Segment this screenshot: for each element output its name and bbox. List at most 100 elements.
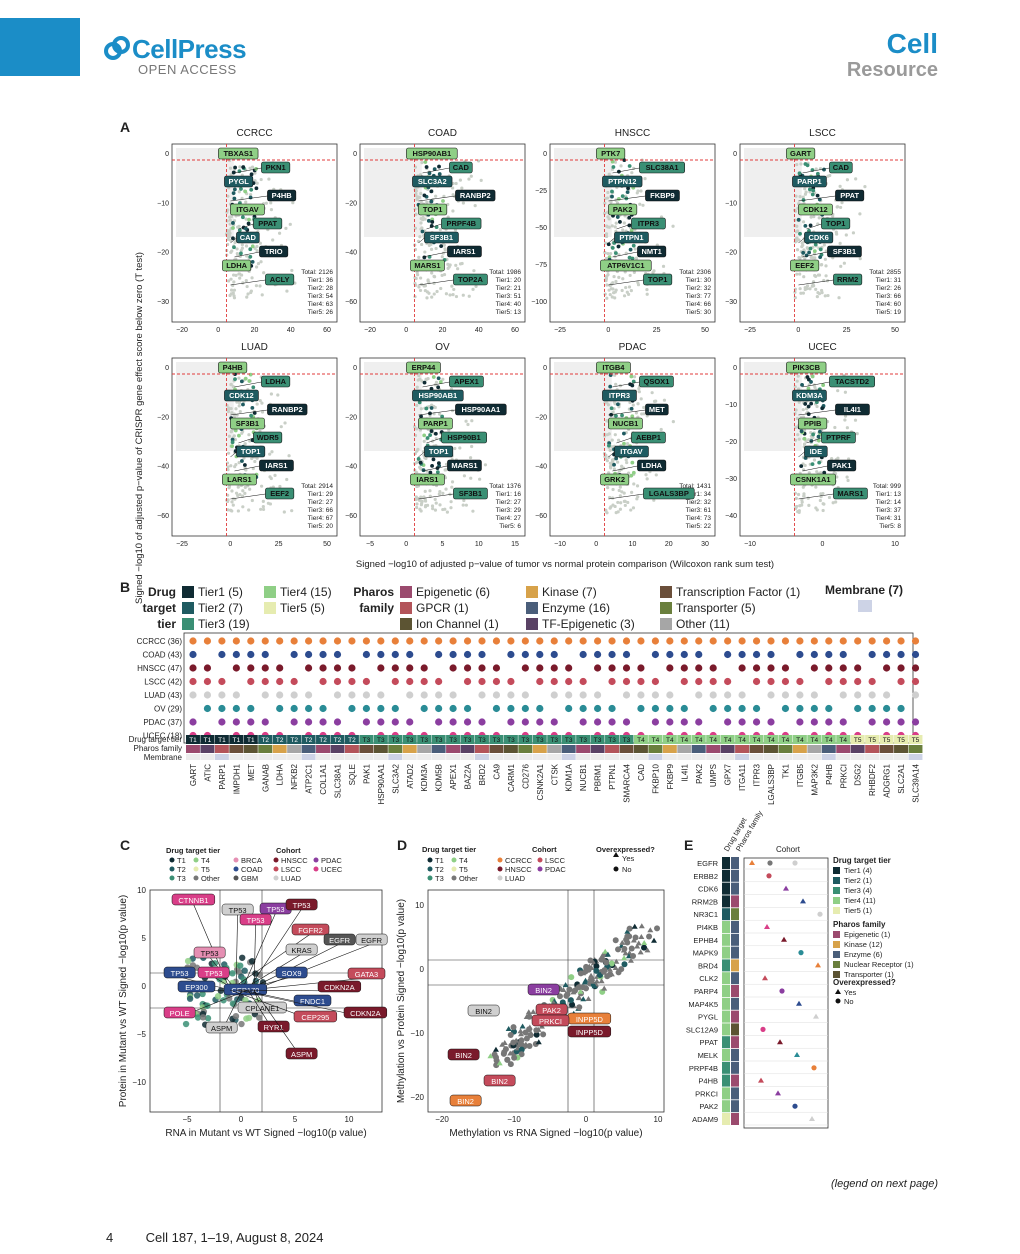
cohort-dot — [738, 691, 746, 699]
family-cell — [731, 1100, 739, 1113]
tier-legend-label: Tier1 (5) — [198, 585, 243, 599]
data-point — [624, 458, 628, 462]
tier-point — [816, 434, 821, 439]
tier-point — [437, 172, 442, 176]
gene-label: BIN2 — [491, 1077, 508, 1086]
data-point — [645, 292, 649, 296]
tier-cell-label: T2 — [261, 737, 269, 744]
data-point — [651, 271, 655, 275]
gene-column-label: GANAB — [261, 764, 270, 792]
gene-label: CEP295 — [301, 1013, 329, 1022]
cohort-dot — [362, 650, 370, 659]
data-point — [267, 177, 271, 181]
gene-label: MET — [649, 405, 665, 414]
data-point — [419, 200, 423, 204]
tier-point — [430, 220, 435, 224]
tier-cell — [722, 972, 730, 985]
scatter-d-frame — [427, 889, 665, 1113]
data-point — [478, 477, 482, 481]
family-cell — [243, 745, 258, 753]
cohort-dot — [550, 664, 558, 672]
membrane-cell — [359, 754, 374, 760]
cohort-dot — [868, 691, 876, 699]
data-point — [611, 503, 615, 507]
membrane-cell — [662, 754, 677, 760]
tier-cell — [722, 1087, 730, 1100]
cohort-dot — [536, 650, 544, 659]
circle-icon — [613, 866, 619, 872]
gene-label: FGFR2 — [298, 926, 323, 935]
data-point — [622, 294, 627, 298]
plot-title: CCRCC — [236, 128, 272, 139]
data-point — [454, 181, 458, 186]
tier-point — [627, 164, 632, 168]
gene-label: KRAS — [291, 946, 311, 955]
gene-label: NMT1 — [641, 247, 661, 256]
membrane-cell — [186, 754, 200, 760]
data-point — [616, 438, 621, 442]
gene-column-label: ITGB5 — [796, 763, 805, 787]
data-point — [256, 261, 261, 266]
legend-label: No — [844, 997, 854, 1006]
data-point — [444, 292, 448, 296]
gene-label: ATP6V1C1 — [607, 261, 644, 270]
gene-label: BIN2 — [455, 1051, 472, 1060]
gene-label: PTK7 — [601, 149, 620, 158]
gene-label: CAD — [833, 163, 850, 172]
cohort-dot — [362, 718, 370, 726]
data-point — [840, 201, 844, 205]
cohort-dot — [463, 664, 472, 672]
cohort-dot — [622, 677, 631, 686]
x-tick-label: −20 — [364, 327, 376, 334]
data-point — [418, 235, 422, 239]
cohort-dot — [666, 637, 674, 645]
cohort-dot — [839, 677, 847, 686]
data-point — [229, 277, 233, 281]
gene-label: SOX9 — [282, 969, 302, 978]
y-tick-label: −20 — [157, 414, 169, 421]
data-point — [434, 246, 438, 251]
legend-dot — [273, 866, 279, 872]
tier-point — [431, 457, 436, 462]
data-point — [606, 190, 610, 195]
gene-label-box — [614, 231, 649, 244]
family-cell — [648, 745, 663, 753]
data-point — [430, 271, 434, 275]
gene-column-label: ITPR3 — [753, 763, 762, 786]
data-point — [817, 292, 822, 296]
data-point — [575, 984, 582, 991]
tier-point — [422, 433, 427, 438]
data-point — [253, 171, 257, 175]
legend-label: T4 — [459, 856, 468, 865]
tier-point — [630, 256, 635, 261]
data-point — [246, 292, 250, 296]
y-tick-label: −30 — [157, 299, 169, 306]
data-point — [260, 484, 264, 488]
data-point — [255, 249, 259, 253]
tier-legend-label: Tier3 (19) — [198, 617, 250, 631]
family-cell — [735, 745, 750, 753]
cohort-dot — [550, 718, 558, 726]
cohort-dot — [680, 664, 688, 672]
data-point — [616, 500, 620, 505]
x-tick-label: 40 — [287, 327, 295, 334]
family-cell — [731, 882, 739, 895]
gene-label: TOP1 — [423, 205, 442, 214]
data-point — [270, 450, 274, 454]
legend-title: Cohort — [276, 846, 301, 855]
tier-point — [239, 379, 244, 384]
cohort-dot — [839, 718, 847, 726]
cohort-dot — [651, 718, 660, 726]
membrane-cell — [373, 754, 388, 760]
data-point — [232, 280, 236, 284]
y-tick-label: 10 — [415, 901, 424, 910]
gene-label: EEF2 — [795, 261, 814, 270]
data-point — [285, 289, 289, 293]
data-point — [626, 442, 630, 446]
gene-label: PKN1 — [266, 163, 286, 172]
cohort-dot — [247, 677, 255, 686]
family-cell — [764, 745, 778, 753]
tier-cell-label: T3 — [608, 737, 616, 744]
legend-dot — [193, 857, 199, 863]
cohort-dot — [463, 718, 472, 726]
